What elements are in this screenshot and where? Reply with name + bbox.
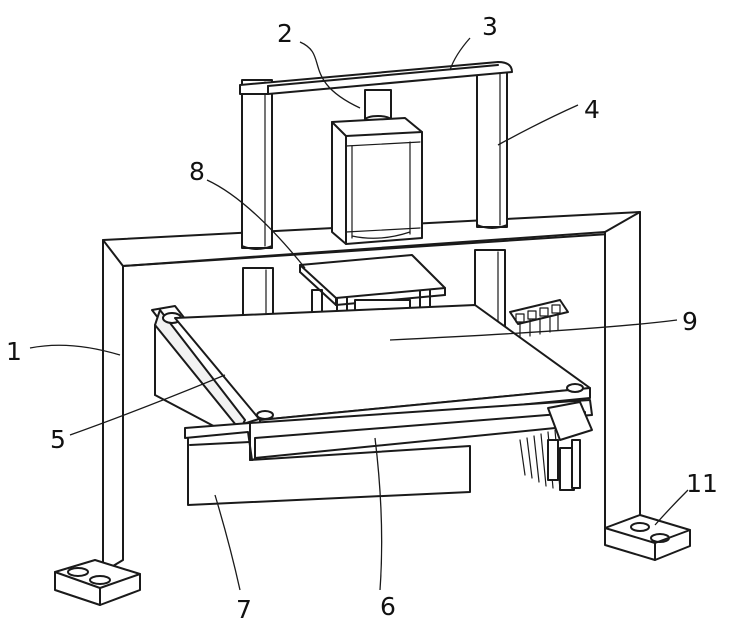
label-8: 8 bbox=[189, 157, 205, 186]
label-2: 2 bbox=[277, 19, 293, 48]
left-foot-plate bbox=[55, 560, 140, 605]
label-11: 11 bbox=[686, 469, 718, 498]
label-7: 7 bbox=[236, 595, 252, 624]
label-1: 1 bbox=[6, 337, 22, 366]
label-4: 4 bbox=[584, 95, 600, 124]
label-5: 5 bbox=[50, 425, 66, 454]
cylinder bbox=[332, 90, 422, 244]
label-9: 9 bbox=[682, 307, 698, 336]
label-6: 6 bbox=[380, 592, 396, 621]
label-3: 3 bbox=[482, 12, 498, 41]
